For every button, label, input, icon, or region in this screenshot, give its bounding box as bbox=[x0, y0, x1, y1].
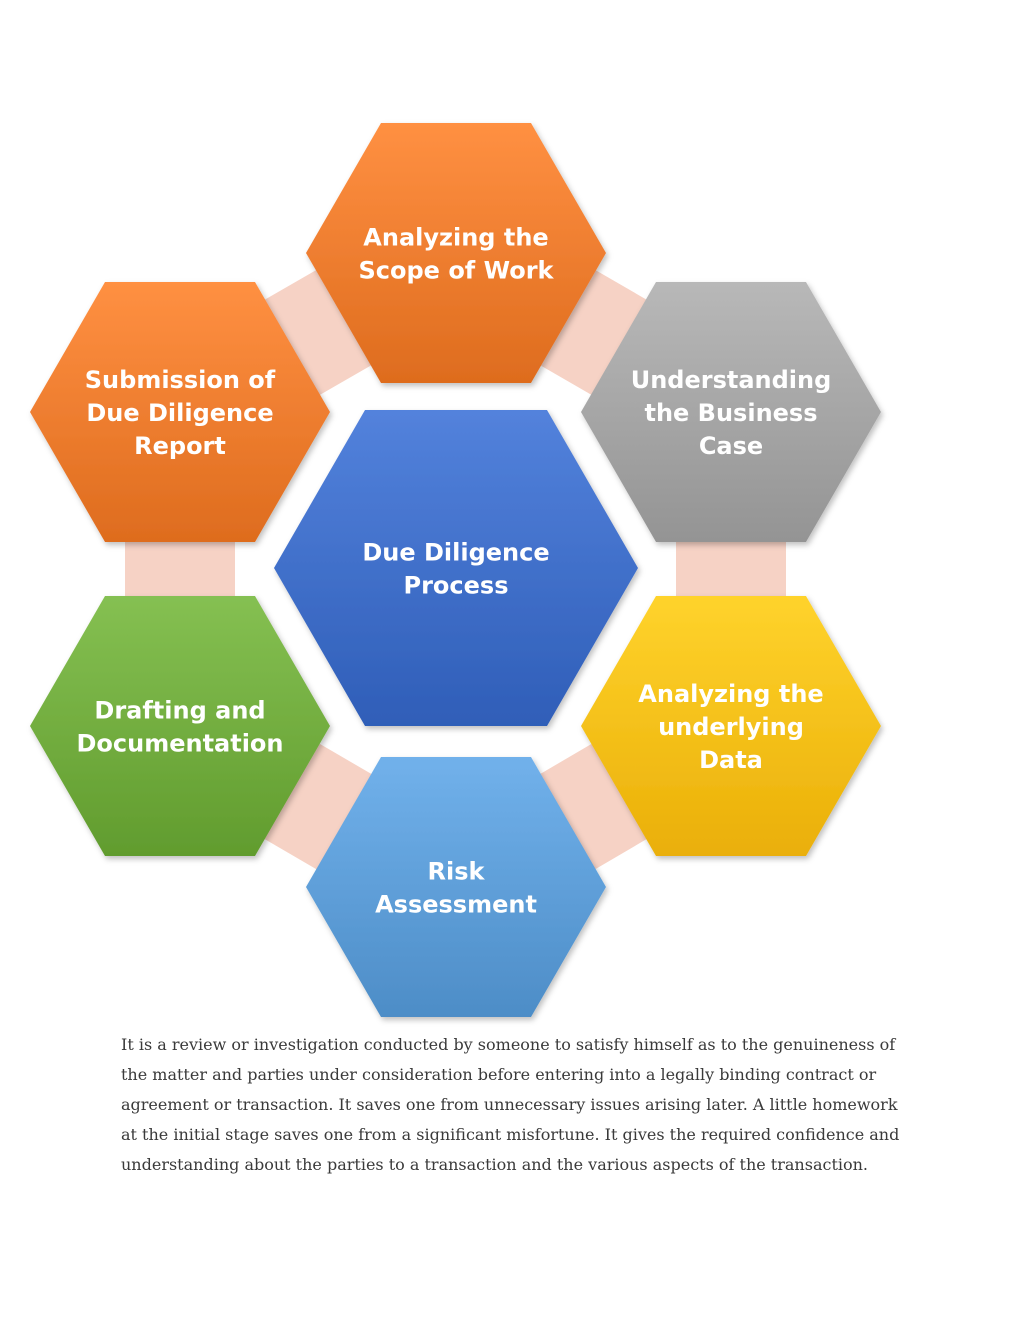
hex-scope-label-line: Analyzing the bbox=[363, 224, 548, 252]
hex-business-case-label-line: the Business bbox=[644, 399, 817, 427]
hex-drafting-shape bbox=[30, 596, 330, 856]
hex-underlying-data-shape bbox=[581, 596, 881, 856]
hex-risk-shape bbox=[306, 757, 606, 1017]
hex-scope-shape bbox=[306, 123, 606, 383]
hex-center-due-diligence-process-label-line: Due Diligence bbox=[362, 539, 549, 567]
hex-underlying-data-label-line: Data bbox=[699, 746, 763, 774]
hex-risk-label-line: Risk bbox=[428, 858, 486, 886]
hex-business-case-shape bbox=[581, 282, 881, 542]
hex-submission-shape bbox=[30, 282, 330, 542]
hex-drafting-label-line: Documentation bbox=[76, 730, 283, 758]
hex-underlying-data-label-line: Analyzing the bbox=[638, 680, 823, 708]
hex-drafting-label-line: Drafting and bbox=[94, 697, 265, 725]
hex-submission-label-line: Report bbox=[134, 432, 226, 460]
description-paragraph: It is a review or investigation conducte… bbox=[121, 1035, 900, 1174]
hex-center-due-diligence-process-shape bbox=[274, 410, 638, 726]
hex-business-case-label-line: Case bbox=[699, 432, 763, 460]
hex-center-due-diligence-process-label-line: Process bbox=[404, 572, 509, 600]
hex-underlying-data-label-line: underlying bbox=[658, 713, 804, 741]
hex-business-case-label-line: Understanding bbox=[631, 366, 832, 394]
hex-scope-label-line: Scope of Work bbox=[359, 257, 555, 285]
hex-risk-label-line: Assessment bbox=[375, 891, 537, 919]
hex-submission-label-line: Due Diligence bbox=[86, 399, 273, 427]
hex-submission-label-line: Submission of bbox=[85, 366, 276, 394]
